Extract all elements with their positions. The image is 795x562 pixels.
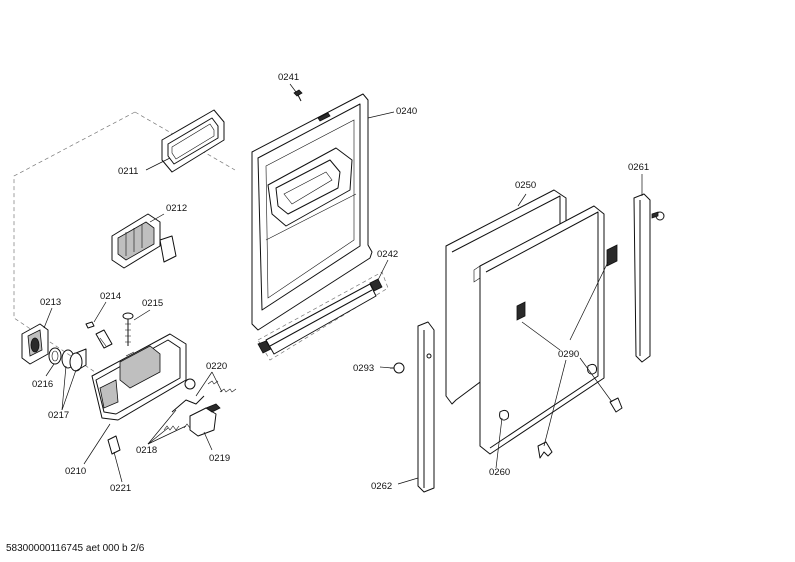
part-0260-door-front[interactable] [473,205,618,455]
label-0221: 0221 [110,483,131,494]
part-0219-block[interactable] [189,403,221,437]
part-0220-lever-spring[interactable] [171,380,237,413]
part-0240-inner-door-panel[interactable] [251,93,373,331]
label-0250: 0250 [515,180,536,191]
part-0290-clip[interactable] [537,397,623,459]
label-0219: 0219 [209,453,230,464]
label-0214: 0214 [100,291,121,302]
document-id: 58300000116745 aet 000 b 2/6 [6,543,145,554]
label-0217: 0217 [48,410,69,421]
part-0213-button-housing[interactable] [21,323,49,365]
part-0221-plate[interactable] [107,435,121,455]
label-0212: 0212 [166,203,187,214]
leader-lines [43,83,643,485]
part-0242-handle-strip[interactable] [257,271,389,361]
label-0216: 0216 [32,379,53,390]
part-0215-bolt[interactable] [122,312,134,346]
label-0261: 0261 [628,162,649,173]
label-0293: 0293 [353,363,374,374]
label-0290: 0290 [558,349,579,360]
part-0216-ring[interactable] [48,347,62,365]
part-0210-dispenser-housing[interactable] [91,333,196,421]
label-0213: 0213 [40,297,61,308]
label-0242: 0242 [377,249,398,260]
part-0214-screw[interactable] [85,321,113,349]
part-0262-lower-profile[interactable] [417,321,435,493]
part-labels: 0241 0240 0211 0212 0242 0250 0261 0213 … [32,72,649,494]
label-0211: 0211 [118,166,138,177]
part-0212-dispenser-lid[interactable] [111,213,177,269]
label-0210: 0210 [65,466,86,477]
part-0293-knob[interactable] [390,362,405,374]
label-0262: 0262 [371,481,392,492]
label-0220: 0220 [206,361,227,372]
label-0260: 0260 [489,467,510,478]
part-0241-screw[interactable] [293,89,303,102]
label-0218: 0218 [136,445,157,456]
label-0215: 0215 [142,298,163,309]
label-0240: 0240 [396,106,417,117]
part-0211-gasket-frame[interactable] [161,109,225,173]
part-0261-side-profile[interactable] [633,193,665,363]
label-0241: 0241 [278,72,299,83]
